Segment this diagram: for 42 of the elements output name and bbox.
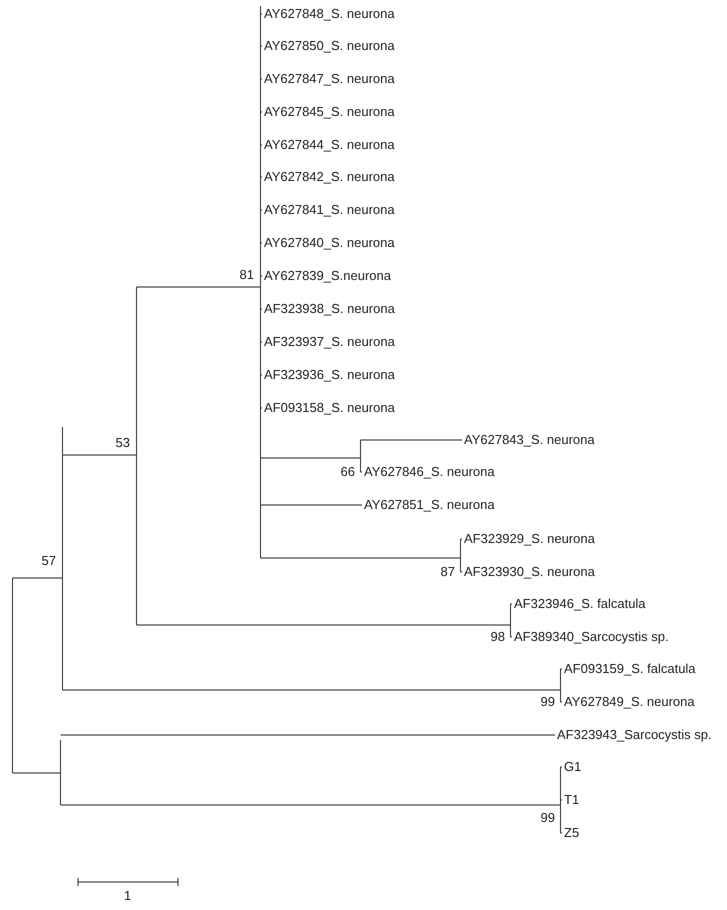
bootstrap-value: 99 [540, 694, 555, 710]
taxon-label: AY627839_S.neurona [264, 268, 391, 284]
taxon-label: AY627849_S. neurona [564, 694, 695, 710]
taxon-label: AY627848_S. neurona [264, 6, 395, 22]
taxon-label: AF323943_Sarcocystis sp. [557, 727, 712, 743]
taxon-label: AY627846_S. neurona [364, 464, 495, 480]
tree-branch [136, 624, 511, 626]
tree-branch [62, 454, 137, 456]
taxon-label: AY627845_S. neurona [264, 104, 395, 120]
taxon-label: AY627851_S. neurona [364, 497, 495, 513]
tree-branch [12, 772, 61, 774]
bootstrap-value: 87 [440, 564, 455, 580]
taxon-label: AF323936_S. neurona [264, 367, 395, 383]
taxon-label: T1 [564, 792, 580, 808]
taxon-label: AF323946_S. falcatula [514, 596, 646, 612]
tree-branch [136, 286, 261, 288]
bootstrap-value: 53 [116, 435, 130, 451]
tree-branch [60, 804, 561, 806]
taxon-label: AF093158_S. neurona [264, 400, 395, 416]
tree-branch [60, 734, 556, 736]
taxon-label: AY627844_S. neurona [264, 137, 395, 153]
bootstrap-value: 81 [240, 267, 254, 283]
taxon-label: AY627850_S. neurona [264, 38, 395, 54]
bootstrap-value: 98 [490, 629, 505, 645]
taxon-label: AF093159_S. falcatula [564, 661, 696, 677]
taxon-label: AY627847_S. neurona [264, 71, 395, 87]
scale-value: 1 [124, 888, 132, 904]
taxon-label: G1 [564, 759, 582, 775]
taxon-label: Z5 [564, 825, 580, 841]
taxon-label: AF323929_S. neurona [464, 531, 595, 547]
taxon-label: AF323938_S. neurona [264, 301, 395, 317]
taxon-label: AF389340_Sarcocystis sp. [514, 629, 669, 645]
taxon-label: AF323930_S. neurona [464, 564, 595, 580]
taxon-label: AY627841_S. neurona [264, 202, 395, 218]
bootstrap-value: 99 [540, 810, 555, 826]
taxon-label: AY627842_S. neurona [264, 169, 395, 185]
tree-branch [260, 504, 362, 506]
taxon-label: AY627840_S. neurona [264, 235, 395, 251]
taxon-label: AF323937_S. neurona [264, 334, 395, 350]
taxon-label: AY627843_S. neurona [464, 432, 595, 448]
bootstrap-value: 66 [340, 464, 355, 480]
bootstrap-value: 57 [42, 553, 56, 569]
